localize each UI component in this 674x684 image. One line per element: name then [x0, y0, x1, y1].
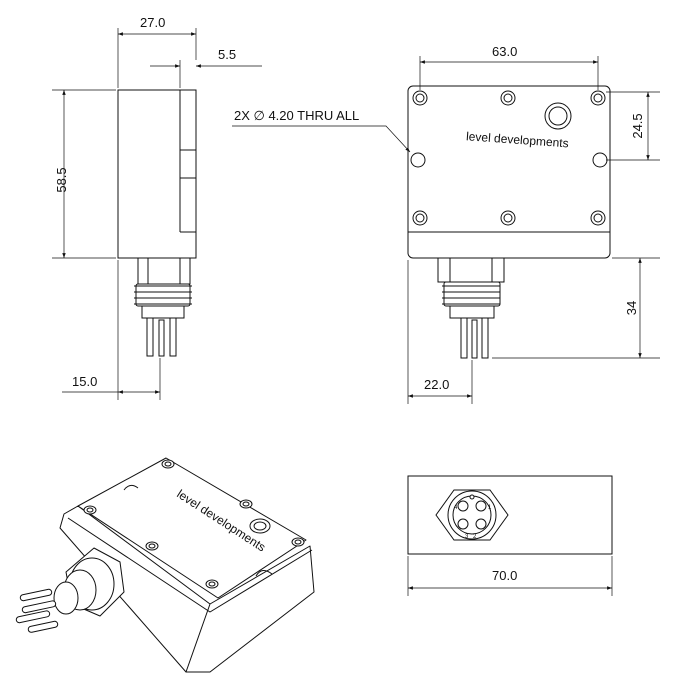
bottom-pin-hole [457, 518, 469, 530]
bottom-pin-hole [475, 518, 487, 530]
front-pin [460, 317, 468, 359]
iso-screw [83, 505, 97, 515]
front-screw [412, 210, 428, 226]
front-pin [481, 317, 489, 359]
iso-screw [205, 579, 219, 589]
dim-front-hole-offset: 24.5 [630, 113, 645, 138]
bottom-pin-hole [457, 500, 469, 512]
pin-label-3: 3 [465, 534, 469, 540]
dim-side-width: 27.0 [140, 15, 165, 30]
side-connector-thread [134, 285, 192, 305]
side-view [117, 89, 197, 357]
dim-bottom-length: 70.0 [492, 568, 517, 583]
iso-pin [19, 588, 53, 602]
front-screw [500, 210, 516, 226]
front-connector-thread [442, 285, 500, 305]
front-view [407, 85, 611, 359]
side-pin [169, 317, 177, 357]
front-dimensions [232, 56, 660, 404]
dim-front-width: 63.0 [492, 44, 517, 59]
iso-pin [15, 610, 51, 624]
pin-label-1: 1 [488, 505, 492, 511]
bottom-dimensions [407, 556, 613, 596]
dim-side-offset: 15.0 [72, 374, 97, 389]
level-button [544, 102, 572, 130]
bottom-pin-hole [475, 500, 487, 512]
bottom-view [407, 475, 613, 555]
pin-label-4: 4 [454, 505, 458, 511]
iso-screw [161, 459, 175, 469]
front-screw [500, 90, 516, 106]
iso-screw [239, 499, 253, 509]
iso-front-face [185, 545, 315, 673]
iso-screw [291, 537, 305, 547]
side-body [117, 89, 197, 259]
dim-side-height: 58.5 [54, 167, 69, 192]
front-screw [412, 90, 428, 106]
side-pin [146, 317, 154, 357]
iso-top-face [77, 457, 307, 599]
pin-label-2: 2 [473, 534, 477, 540]
dim-front-connector-offset: 22.0 [424, 377, 449, 392]
iso-screw [145, 541, 159, 551]
iso-pin [21, 600, 57, 614]
front-screw [590, 90, 606, 106]
isometric-view [15, 457, 315, 673]
side-dimensions [52, 28, 262, 400]
front-pin [471, 319, 478, 359]
front-thru-hole [410, 152, 426, 168]
iso-pin [27, 620, 59, 633]
dim-side-flange: 5.5 [218, 47, 236, 62]
front-screw [590, 210, 606, 226]
hole-callout: 2X ∅ 4.20 THRU ALL [234, 108, 359, 123]
dim-front-connector-length: 34 [624, 301, 639, 315]
